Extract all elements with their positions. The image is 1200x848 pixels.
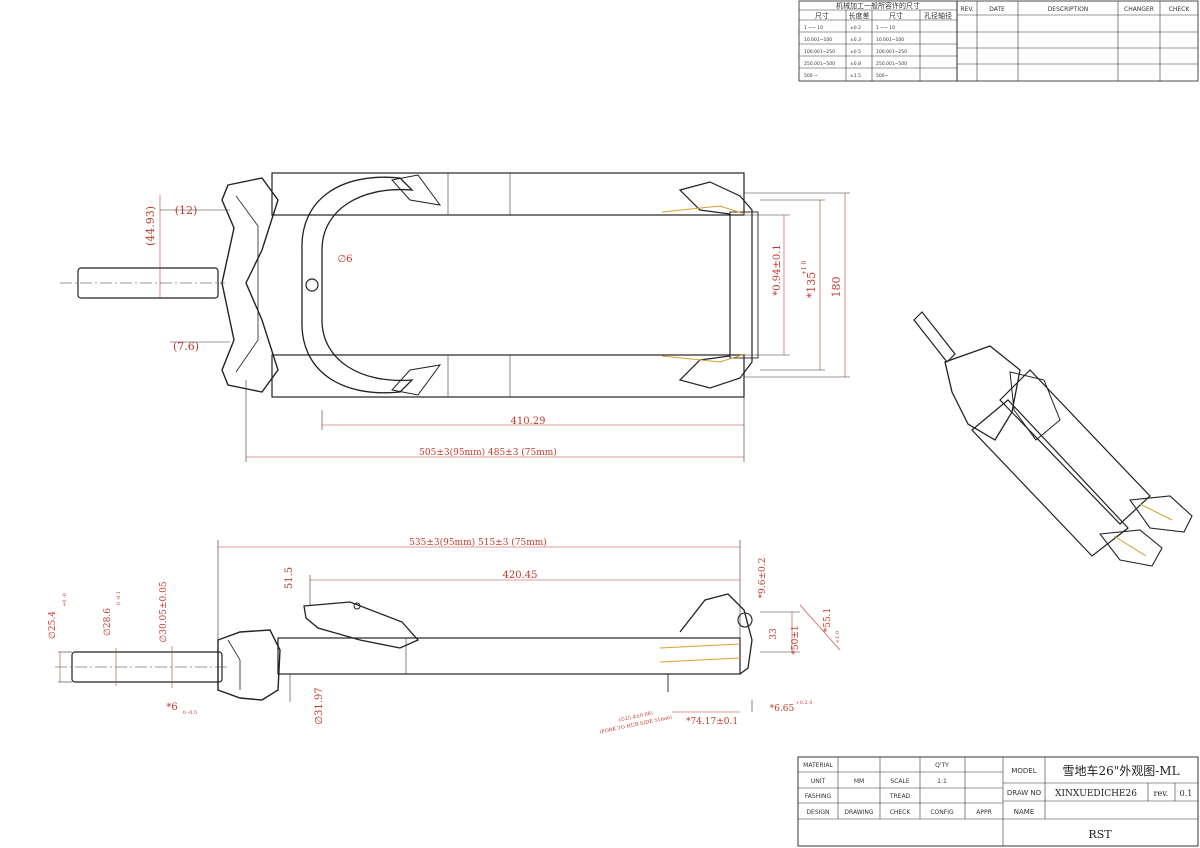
dropout-side (679, 593, 753, 675)
tol-cell: ±1.5 (850, 73, 861, 79)
crown-top (221, 177, 279, 393)
dim-44-93: (44.93) (144, 206, 157, 246)
iso-crown (944, 345, 1021, 441)
dim-6-65-tol: +0.2 0 (796, 700, 813, 706)
tol-header: 尺寸 (889, 11, 903, 20)
fork-isometric-view (913, 311, 1193, 567)
dim-7-6: (7.6) (173, 340, 199, 353)
tread-label: TREAD (889, 793, 911, 800)
qty-label: Q'TY (935, 762, 949, 769)
dim-6-65: *6.65 (770, 704, 795, 714)
dim-28-6: ∅28.6 (103, 608, 113, 636)
iso-steerer (913, 311, 956, 363)
tol-header: 长度差 (849, 11, 870, 20)
dim-25-4-tol: +0 -0 (62, 593, 68, 607)
tol-cell: 1 ~~ 10 (804, 25, 823, 31)
crown-side (217, 629, 281, 701)
dim-135: *135 (805, 272, 818, 299)
tol-cell: 100.001~250 (804, 49, 835, 55)
arch-side (303, 601, 420, 649)
dim-94-8: *0.94±0.1 (772, 244, 783, 296)
tol-header: 孔径轴径 (924, 11, 952, 20)
rev-header: REV. (960, 6, 973, 13)
dim-535: 535±3(95mm) 515±3 (75mm) (409, 537, 547, 548)
drawing-label: DRAWING (844, 809, 874, 816)
tolerance-table: 机械加工一般所容许的尺寸 尺寸 长度差 尺寸 孔径轴径 1 ~~ 10 ±0.2… (798, 0, 958, 82)
iso-arch (1009, 371, 1061, 441)
dim-12: (12) (175, 204, 198, 217)
tol-cell: 500~ (876, 73, 889, 79)
tol-cell: 1 ~~ 10 (876, 25, 895, 31)
rev-header: DATE (989, 6, 1005, 13)
fork-top-view: (12) (44.93) (7.6) ∅6 *0.94±0.1 *135 +1 … (60, 172, 850, 462)
dim-55-1: *55.1 (823, 608, 833, 633)
dim-33: 33 (769, 628, 779, 640)
tol-cell: 10.001~100 (876, 37, 904, 43)
lower-leg-side (277, 637, 741, 675)
dim-74-17: *74.17±0.1 (686, 717, 738, 727)
name-label: NAME (1014, 808, 1035, 816)
dim-410: 410.29 (511, 416, 546, 427)
dim-31-97: ∅31.97 (314, 687, 325, 724)
dim-30-05: ∅30.05±0.05 (159, 581, 169, 642)
material-label: MATERIAL (803, 762, 833, 769)
design-label: DESIGN (806, 809, 829, 816)
dim-51-5: 51.5 (284, 567, 295, 589)
dim-505: 505±3(95mm) 485±3 (75mm) (419, 447, 557, 458)
dim-6-tol: 0 -0.5 (183, 710, 197, 716)
bolt-hole-top (305, 278, 319, 292)
rev-header: CHECK (1169, 6, 1191, 13)
dim-55-1-tol: +1 0 (835, 631, 841, 643)
model-value: 雪地车26"外观图-ML (1062, 763, 1179, 778)
dim-28-6-tol: 0 -0.1 (116, 591, 122, 605)
tolerance-table-title: 机械加工一般所容许的尺寸 (836, 1, 920, 10)
scale-value: 1:1 (937, 778, 947, 785)
tol-cell: ±0.2 (850, 25, 861, 31)
dim-180: 180 (830, 277, 843, 298)
drawno-value: XINXUEDICHE26 (1055, 789, 1137, 799)
stanchion-upper (271, 172, 745, 216)
model-label: MODEL (1011, 767, 1036, 775)
drawno-label: DRAW NO (1007, 789, 1042, 797)
iso-dropout-back (1129, 495, 1193, 533)
tol-header: 尺寸 (815, 11, 829, 20)
iso-leg-front (971, 399, 1129, 557)
tol-cell: 500 ~ (804, 73, 818, 79)
unit-value: MM (854, 778, 864, 785)
dim-25-4: ∅25.4 (48, 611, 58, 639)
revision-table: REV. DATE DESCRIPTION CHANGER CHECK (956, 0, 1199, 82)
dim-50: *50±1 (791, 625, 801, 654)
dim-6: *6 (166, 702, 177, 713)
tol-cell: ±0.3 (850, 37, 861, 43)
check-label: CHECK (890, 809, 912, 816)
config-label: CONFIG (930, 809, 954, 816)
unit-label: UNIT (811, 778, 826, 785)
tol-cell: 10.001~100 (804, 37, 832, 43)
tol-cell: 100.001~250 (876, 49, 907, 55)
rev-label: rev. (1154, 789, 1169, 798)
rev-header: CHANGER (1124, 6, 1154, 13)
rev-value: 0.1 (1180, 789, 1193, 798)
tol-cell: 250.001~500 (804, 61, 835, 67)
steerer-tube-top (77, 267, 219, 299)
dim-9-6: *9.6±0.2 (758, 558, 768, 599)
appr-label: APPR (976, 809, 992, 816)
tol-cell: 250.001~500 (876, 61, 907, 67)
dim-135-tol: +1 0 (801, 261, 808, 276)
stanchion-lower (271, 354, 745, 398)
iso-dropout-front (1098, 529, 1163, 567)
dim-phi6: ∅6 (337, 254, 352, 265)
iso-leg-back (999, 369, 1151, 525)
scale-label: SCALE (890, 778, 909, 785)
title-block: MATERIAL Q'TY UNIT MM SCALE 1:1 FASHING … (797, 756, 1199, 847)
dim-420: 420.45 (503, 570, 538, 581)
rev-header: DESCRIPTION (1048, 6, 1089, 13)
company-name: RST (1088, 828, 1112, 841)
fashing-label: FASHING (805, 793, 832, 800)
tol-cell: ±0.8 (850, 61, 861, 67)
fork-side-view: 535±3(95mm) 515±3 (75mm) 420.45 51.5 ∅25… (48, 537, 841, 736)
tol-cell: ±0.5 (850, 49, 861, 55)
